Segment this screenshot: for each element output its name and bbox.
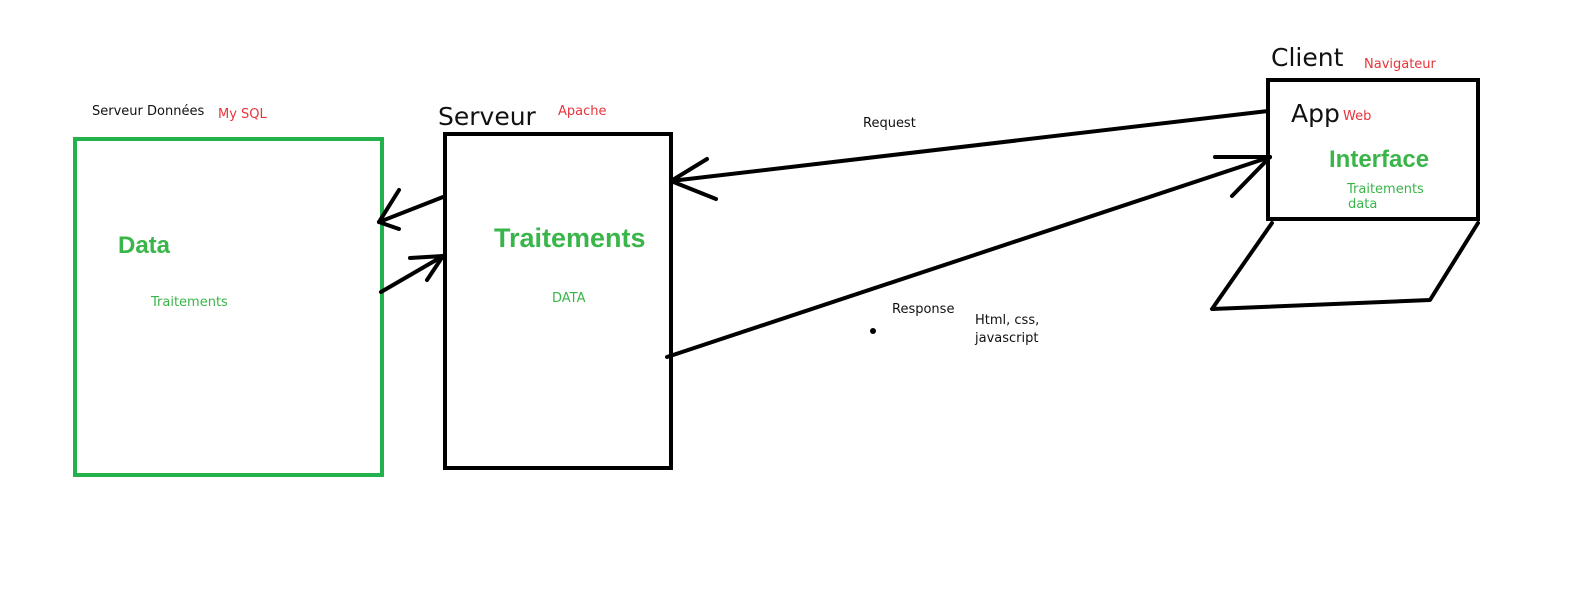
laptop-screen xyxy=(1266,78,1480,221)
client-title: Client xyxy=(1271,43,1344,72)
stray-dot xyxy=(870,328,876,334)
client-software-label: Navigateur xyxy=(1364,57,1436,72)
client-app-suffix-label: Web xyxy=(1343,109,1372,124)
request-arrow-head-top xyxy=(669,157,709,183)
laptop-base xyxy=(1210,221,1480,311)
web-server-title: Serveur xyxy=(438,102,536,131)
response-content-line1: Html, css, xyxy=(975,313,1040,328)
client-sub-label-line2: data xyxy=(1348,197,1378,212)
request-arrow-line xyxy=(669,109,1270,183)
server-to-db-arrow-head-top xyxy=(377,188,401,224)
request-arrow-head-bottom xyxy=(669,179,718,201)
response-content-line2: javascript xyxy=(975,331,1039,346)
web-server-main-label: Traitements xyxy=(494,223,646,253)
server-to-db-arrow-line xyxy=(377,195,445,224)
client-interface-label: Interface xyxy=(1329,146,1430,173)
database-server-title: Serveur Données xyxy=(92,104,205,119)
db-to-server-arrow-head-bottom xyxy=(425,254,445,282)
server-to-db-arrow-head-bottom xyxy=(377,220,401,231)
database-sub-label: Traitements xyxy=(151,295,228,310)
request-label: Request xyxy=(863,116,916,131)
response-label: Response xyxy=(892,302,955,317)
web-server-sub-label: DATA xyxy=(552,291,586,306)
web-server-software-label: Apache xyxy=(558,104,607,119)
web-server-box xyxy=(443,132,673,470)
database-software-label: My SQL xyxy=(218,107,267,122)
client-app-label: App xyxy=(1291,99,1340,128)
client-sub-label-line1: Traitements xyxy=(1347,182,1424,197)
db-to-server-arrow-line xyxy=(379,254,445,294)
database-server-box xyxy=(73,137,384,477)
response-arrow-line xyxy=(665,155,1272,359)
database-main-label: Data xyxy=(118,232,171,259)
db-to-server-arrow-head-top xyxy=(408,254,445,260)
response-arrow-head-bottom xyxy=(1230,155,1272,198)
